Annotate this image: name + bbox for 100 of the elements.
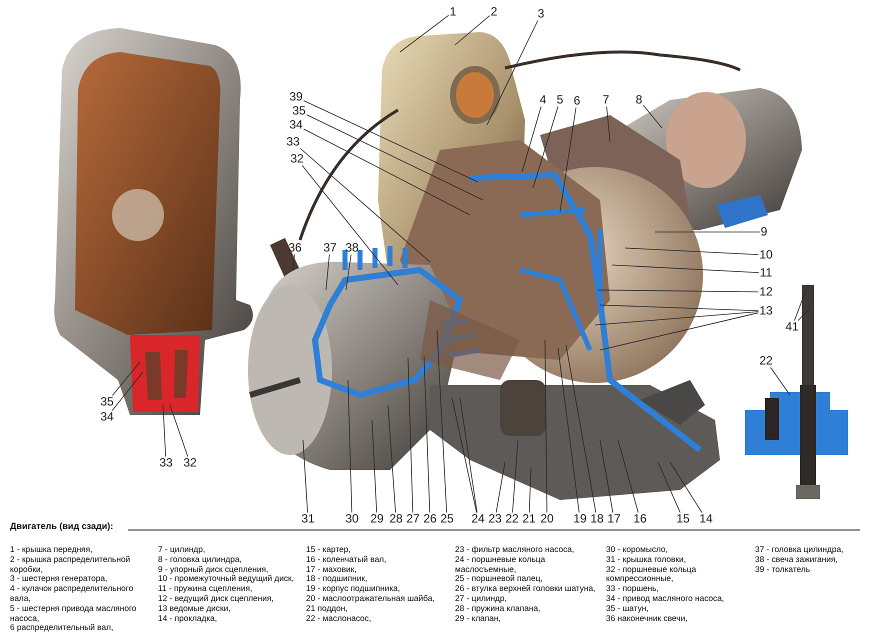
callout-number: 18 (589, 512, 605, 526)
legend-entry: 39 - толкатель (755, 564, 812, 574)
legend-entry: 28 - пружина клапана, (455, 604, 542, 614)
leader-line (770, 367, 790, 396)
leader-line (303, 128, 470, 216)
legend-entry: 9 - упорный диск сцепления, (158, 564, 270, 574)
legend-entry: 31 - крышка головки, (606, 554, 687, 565)
callout-number: 27 (405, 512, 421, 526)
callout-number: 30 (344, 512, 360, 526)
legend-entry: 11 - пружина сцепления, (158, 584, 254, 594)
legend-entry: 21 поддон, (306, 604, 348, 614)
leader-line (544, 340, 548, 513)
legend-entry: 33 - поршень, (606, 584, 660, 594)
callout-number: 17 (606, 512, 622, 526)
leader-line (598, 290, 759, 292)
callout-number: 9 (760, 226, 768, 238)
leader-line (600, 312, 759, 350)
callout-number: 15 (675, 512, 691, 526)
leader-line (112, 372, 144, 411)
leader-line (302, 440, 308, 513)
leader-line (670, 462, 702, 513)
callout-number: 24 (470, 512, 486, 526)
leader-line (798, 308, 810, 321)
leader-line (300, 148, 430, 262)
legend-entry: 29 - клапан, (455, 614, 501, 624)
legend-entry: 18 - подшипник, (306, 574, 368, 584)
leader-line (454, 15, 490, 46)
legend-entry: 2 - крышка распределительной коробки, (10, 554, 132, 574)
callout-number: 29 (369, 512, 385, 526)
leader-line (600, 304, 759, 312)
legend-entry: 30 - коромысло, (606, 545, 669, 555)
leader-line (794, 290, 806, 321)
legend-entry: 25 - поршневой палец, (455, 574, 544, 584)
callout-number: 21 (521, 512, 537, 526)
leader-line (566, 344, 596, 513)
callout-number: 5 (556, 94, 564, 106)
legend-title: Двигатель (вид сзади): (10, 521, 114, 531)
leader-line (528, 468, 532, 513)
leader-line (436, 330, 448, 513)
leader-line (170, 404, 188, 457)
legend-entry: 19 - корпус подшипника, (306, 584, 402, 594)
callout-number: 8 (634, 94, 644, 106)
leader-line (326, 254, 330, 290)
leader-line (460, 398, 478, 513)
callout-number: 6 (572, 94, 582, 108)
leader-line (512, 440, 518, 513)
leader-line (408, 358, 414, 513)
callout-number: 34 (99, 410, 115, 424)
leader-line (303, 100, 478, 182)
leader-line (522, 106, 542, 172)
leader-line (348, 380, 352, 513)
leader-line (558, 348, 580, 513)
legend-entry: 27 - цилиндр, (455, 594, 507, 604)
legend-entry: 15 - картер, (306, 545, 352, 555)
leader-line (452, 398, 477, 513)
leader-line (560, 107, 576, 212)
callout-number: 37 (322, 242, 338, 254)
legend-entry: 14 - прокладка, (158, 614, 218, 624)
legend-entry: 35 - шатун, (606, 604, 649, 614)
leader-line (372, 420, 378, 513)
callout-number: 22 (758, 354, 774, 368)
legend-entry: 36 наконечник свечи, (606, 614, 689, 624)
callout-number: 13 (758, 304, 774, 318)
leader-line (346, 254, 352, 290)
callout-number: 12 (758, 286, 774, 298)
leader-line (388, 404, 396, 513)
callout-number: 20 (539, 512, 555, 526)
legend-entry: 6 распределительный вал, (10, 623, 114, 632)
callout-number: 19 (572, 512, 588, 526)
leader-line (612, 264, 760, 274)
legend-entry: 7 - цилиндр, (158, 545, 206, 555)
callout-number: 11 (758, 266, 774, 280)
leader-line (532, 106, 558, 188)
leader-line (486, 20, 538, 126)
legend-entry: 37 - головка цилиндра, (755, 545, 844, 555)
callout-number: 39 (288, 90, 304, 104)
callout-number: 16 (632, 512, 648, 526)
callout-number: 31 (300, 512, 316, 526)
legend-entry: 38 - свеча зажигания, (755, 554, 838, 565)
legend-entry: 4 - кулачок распределительного вала, (10, 584, 134, 604)
leader-line (624, 248, 759, 256)
callout-number: 32 (289, 152, 305, 166)
callout-number: 36 (287, 242, 303, 254)
callout-number: 3 (536, 8, 546, 20)
leader-line (618, 440, 639, 513)
callout-number: 41 (784, 320, 800, 334)
leader-line (302, 165, 398, 286)
callout-number: 26 (422, 512, 438, 526)
callout-number: 34 (288, 118, 304, 132)
leader-line (424, 356, 430, 513)
legend-entry: 23 - фильтр масляного насоса, (455, 545, 576, 555)
callout-number: 4 (538, 94, 548, 106)
callout-number: 1 (448, 6, 458, 18)
leader-line (496, 462, 506, 513)
leader-line (400, 14, 450, 52)
legend-entry: 32 - поршневые кольца компрессионные, (606, 564, 698, 584)
legend-entry: 24 - поршневые кольца маслосъемные, (455, 554, 546, 574)
leader-line (658, 462, 681, 513)
legend-entry: 8 - головка цилиндра, (158, 554, 243, 565)
callout-number: 32 (182, 456, 198, 470)
